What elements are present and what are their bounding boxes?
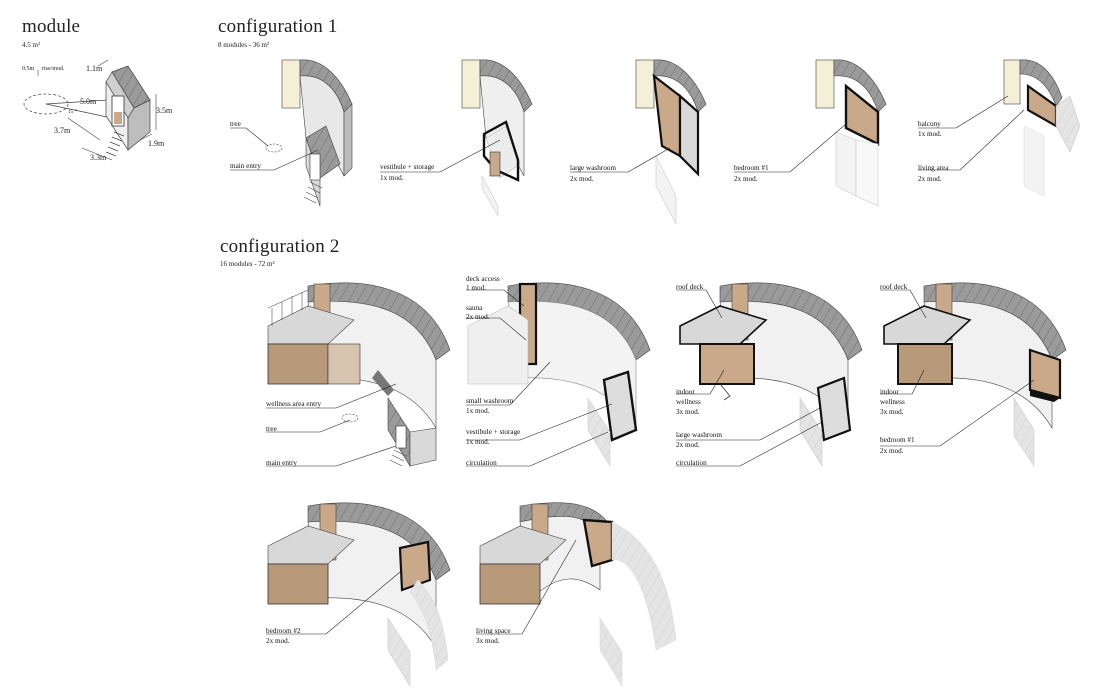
config1-view-5 [1003, 59, 1081, 197]
config2-view-4 [883, 282, 1067, 467]
config1-view-2 [461, 59, 533, 218]
label-c1-vestibule-mod: 1x mod. [380, 174, 404, 182]
label-c1-balcony-mod: 1x mod. [918, 130, 942, 138]
label-c2-roof-deck-b: roof deck [880, 283, 908, 291]
label-c2-large-washroom-mod: 2x mod. [676, 441, 700, 449]
module-area: 4.5 m² [22, 41, 41, 49]
label-c2-living-space-mod: 3x mod. [476, 637, 500, 645]
module-title: module [22, 16, 81, 37]
label-c2-small-washroom-mod: 1x mod. [466, 407, 490, 415]
label-c1-living: living area [918, 164, 949, 172]
label-c2-bedroom1: bedroom #1 [880, 436, 915, 444]
label-c2-deck-access-mod: 1 mod. [466, 284, 486, 292]
label-c2-large-washroom: large washroom [676, 431, 722, 439]
module-sketch [23, 59, 157, 161]
label-c1-balcony: balcony [918, 120, 941, 128]
label-c1-living-mod: 2x mod. [918, 175, 942, 183]
label-c2-sauna-mod: 2x mod. [466, 313, 490, 321]
dim-depth: 1.9m [148, 139, 165, 148]
label-c2-small-washroom: small washroom [466, 397, 514, 405]
config1-subtitle: 8 modules - 36 m² [218, 41, 270, 49]
label-c1-main-entry: main entry [230, 162, 261, 170]
label-c1-vestibule: vestibule + storage [380, 163, 435, 171]
dim-rise-note: rise/mod. [42, 66, 65, 72]
label-c2-bedroom2-mod: 2x mod. [266, 637, 290, 645]
config2-view-5 [267, 502, 451, 688]
dim-angle: 15 ° [68, 109, 78, 115]
label-c2-indoor-wellness-a2: wellness [676, 398, 701, 406]
label-c2-sauna: sauna [466, 304, 483, 312]
config2-title: configuration 2 [220, 236, 340, 257]
label-c2-bedroom2: bedroom #2 [266, 627, 301, 635]
label-c2-bedroom1-mod: 2x mod. [880, 447, 904, 455]
label-c1-tree: tree [230, 120, 241, 128]
label-c2-indoor-wellness-a-mod: 3x mod. [676, 408, 700, 416]
label-c2-main-entry: main entry [266, 459, 297, 467]
label-c2-living-space: living space [476, 627, 511, 635]
label-c2-circulation-b: circulation [676, 459, 707, 467]
label-c2-indoor-wellness-a: indoor [676, 388, 695, 396]
label-c2-indoor-wellness-b-mod: 3x mod. [880, 408, 904, 416]
label-c2-indoor-wellness-b: indoor [880, 388, 899, 396]
label-c1-large-washroom: large washroom [570, 164, 616, 172]
dim-arc-length: 3.7m [54, 126, 71, 135]
dim-width-top: 1.1m [86, 64, 103, 73]
label-c2-vestibule-mod: 1x mod. [466, 438, 490, 446]
config2-view-3 [679, 282, 863, 468]
dim-radius: 5.0m [80, 97, 97, 106]
label-c2-wellness-entry: wellness area entry [266, 400, 322, 408]
config2-view-2 [467, 282, 651, 468]
config2-subtitle: 16 modules - 72 m² [220, 260, 275, 268]
label-c2-tree: tree [266, 425, 277, 433]
label-c2-vestibule: vestibule + storage [466, 428, 521, 436]
dim-base: 3.3m [90, 153, 107, 162]
leader-lines [230, 95, 1035, 635]
dim-height: 3.5m [156, 106, 173, 115]
label-c2-deck-access: deck access [466, 275, 500, 283]
config1-view-1 [265, 59, 353, 207]
label-c1-bedroom1-mod: 2x mod. [734, 175, 758, 183]
config1-view-4 [815, 59, 887, 207]
label-c1-large-washroom-mod: 2x mod. [570, 175, 594, 183]
config1-view-3 [635, 59, 707, 225]
label-c1-bedroom1: bedroom #1 [734, 164, 769, 172]
label-c2-circulation-a: circulation [466, 459, 497, 467]
label-c2-roof-deck-a: roof deck [676, 283, 704, 291]
dim-rise: 0.5m [22, 66, 35, 72]
config2-view-6 [479, 502, 677, 688]
config2-view-1 [267, 282, 451, 468]
config1-title: configuration 1 [218, 16, 338, 37]
label-c2-indoor-wellness-b2: wellness [880, 398, 905, 406]
